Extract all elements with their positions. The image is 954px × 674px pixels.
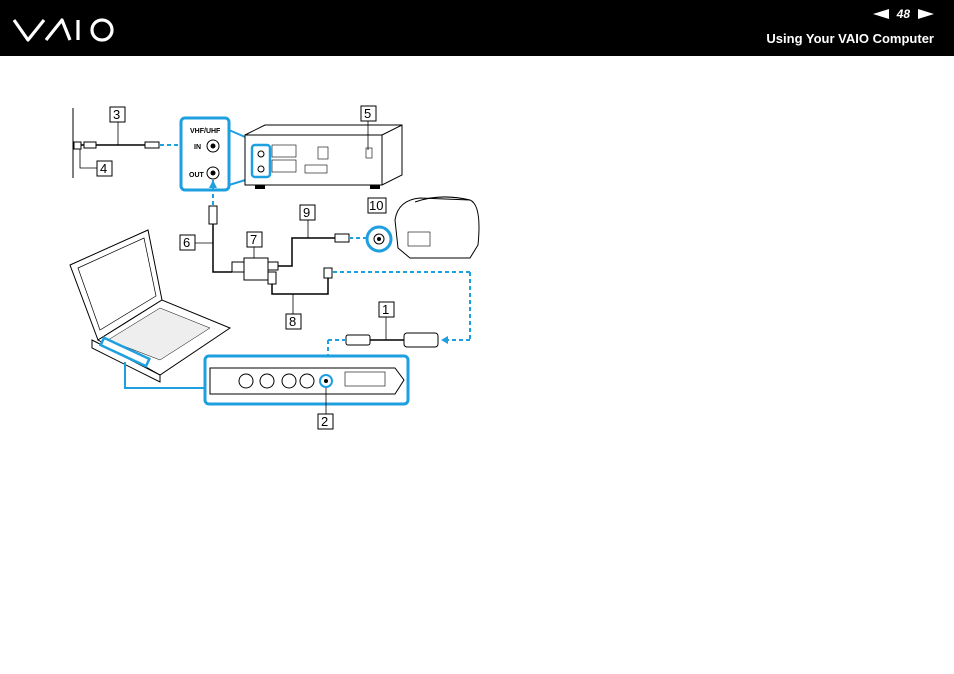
- section-title: Using Your VAIO Computer: [766, 31, 934, 46]
- callout-3: [109, 106, 126, 123]
- callout-4: [96, 160, 113, 177]
- callout-3-label: 3: [113, 107, 120, 122]
- connection-diagram: 3 4 VHF/UHF IN OUT 5 6 7: [60, 100, 490, 445]
- callout-10: [367, 197, 387, 214]
- callout-1-label: 1: [382, 302, 389, 317]
- splitter-device: [243, 257, 269, 281]
- callout-10-label: 10: [369, 198, 383, 213]
- s-video-port-icon: [238, 373, 254, 389]
- cable-1-plug: [345, 334, 371, 346]
- callout-8: [285, 313, 302, 330]
- cable-9: [278, 237, 335, 267]
- cable-6: [212, 224, 232, 273]
- tv-set: [394, 197, 480, 259]
- callout-7: [246, 231, 263, 248]
- in-label: IN: [194, 144, 201, 151]
- page-header: 48 Using Your VAIO Computer: [0, 0, 954, 56]
- callout-2-label: 2: [321, 414, 328, 429]
- callout-9: [299, 204, 316, 221]
- callout-5-label: 5: [364, 106, 371, 121]
- callout-7-label: 7: [250, 232, 257, 247]
- callout-2: [317, 413, 334, 430]
- callout-8-label: 8: [289, 314, 296, 329]
- coaxial-plug-icon: [208, 205, 218, 225]
- triangle-left-icon[interactable]: [872, 9, 889, 19]
- out-label: OUT: [189, 172, 205, 179]
- callout-5: [360, 105, 377, 122]
- page-navigation: 48: [872, 7, 934, 21]
- wall-antenna-outlet: [73, 141, 82, 150]
- page-number: 48: [896, 7, 910, 21]
- callout-4-label: 4: [100, 161, 107, 176]
- vaio-logo: [12, 14, 122, 49]
- triangle-right-icon[interactable]: [918, 9, 934, 19]
- callout-6: [179, 234, 196, 251]
- callout-1: [378, 301, 395, 318]
- callout-9-label: 9: [303, 205, 310, 220]
- cable-8: [271, 276, 329, 295]
- callout-6-label: 6: [183, 235, 190, 250]
- vhf-uhf-label: VHF/UHF: [190, 128, 221, 135]
